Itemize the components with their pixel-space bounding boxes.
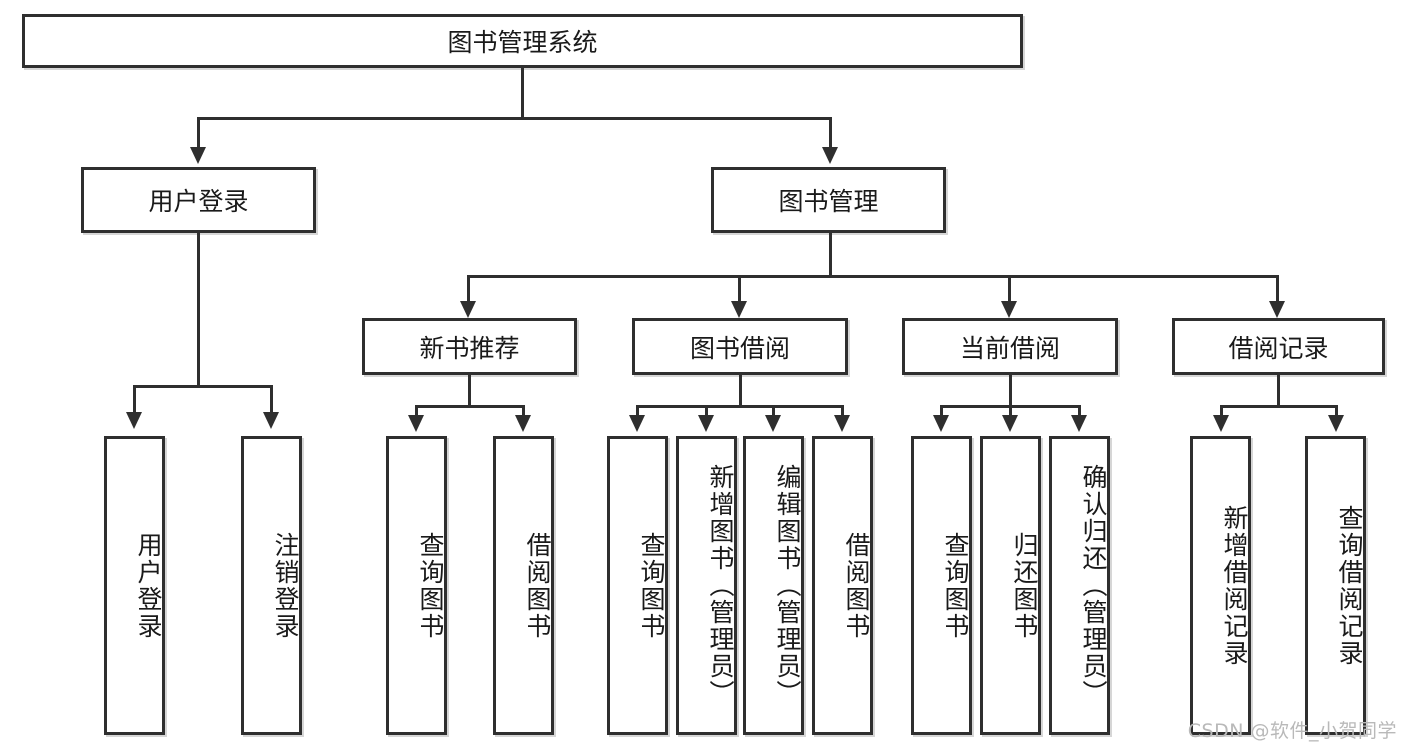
connector-drop-user-login [197,117,200,149]
arrowhead-leaf-borrowrecord-1 [1213,415,1229,432]
connector-drop-leaf-newbook-1 [415,405,418,417]
leaf-label: 确认归还（管理员） [1079,464,1108,707]
connector-root-trunk [521,68,524,117]
connector-drop-leaf-borrowrecord-2 [1335,405,1338,417]
node-label: 图书借阅 [689,333,790,363]
arrowhead-leaf-currentborrow-1 [933,415,949,432]
arrowhead-borrow-record [1269,301,1285,318]
node-label: 当前借阅 [959,333,1060,363]
connector-new-book-trunk [468,375,471,405]
arrowhead-book-manage [822,147,838,164]
leaf-label: 编辑图书（管理员） [773,464,802,707]
connector-drop-leaf-user-login-1 [133,385,136,414]
connector-drop-leaf-bookborrow-1 [636,405,639,417]
arrowhead-user-login [190,147,206,164]
arrowhead-leaf-bookborrow-3 [765,415,781,432]
arrowhead-current-borrow [1001,301,1017,318]
node-label: 图书管理系统 [447,28,598,57]
connector-user-login-bus [133,385,270,388]
connector-drop-leaf-newbook-2 [522,405,525,417]
arrowhead-leaf-currentborrow-3 [1071,415,1087,432]
leaf-currentborrow-confirm-return-admin[interactable]: 确认归还（管理员） [1049,436,1110,735]
node-new-book-recommend[interactable]: 新书推荐 [362,318,577,375]
leaf-borrowrecord-query-record[interactable]: 查询借阅记录 [1305,436,1366,735]
connector-book-borrow-bus [636,405,844,408]
arrowhead-leaf-user-login-2 [263,412,279,429]
node-user-login[interactable]: 用户登录 [81,167,316,233]
connector-drop-leaf-bookborrow-3 [772,405,775,417]
leaf-user-login-login[interactable]: 用户登录 [104,436,165,735]
arrowhead-leaf-newbook-2 [515,415,531,432]
leaf-label: 查询图书 [637,531,666,640]
arrowhead-leaf-borrowrecord-2 [1328,415,1344,432]
csdn-watermark: CSDN @软件_小贺同学 [1187,720,1397,742]
connector-book-manage-trunk [829,233,832,275]
leaf-label: 查询图书 [941,531,970,640]
connector-drop-leaf-bookborrow-4 [841,405,844,417]
connector-new-book-bus [415,405,525,408]
arrowhead-leaf-user-login-1 [126,412,142,429]
leaf-label: 注销登录 [271,531,300,640]
leaf-label: 借阅图书 [523,531,552,640]
node-borrow-record[interactable]: 借阅记录 [1172,318,1385,375]
connector-drop-leaf-user-login-2 [270,385,273,414]
arrowhead-leaf-newbook-1 [408,415,424,432]
connector-level3-bus [467,275,1279,278]
leaf-newbook-query-book[interactable]: 查询图书 [386,436,447,735]
connector-drop-leaf-currentborrow-1 [940,405,943,417]
connector-borrow-record-trunk [1277,375,1280,405]
connector-drop-leaf-currentborrow-2 [1009,405,1012,417]
connector-drop-current-borrow [1008,275,1011,303]
connector-drop-leaf-currentborrow-3 [1078,405,1081,417]
connector-drop-new-book [467,275,470,303]
connector-borrow-record-bus [1220,405,1338,408]
node-label: 借阅记录 [1228,333,1329,363]
leaf-bookborrow-add-book-admin[interactable]: 新增图书（管理员） [676,436,737,735]
leaf-label: 借阅图书 [842,531,871,640]
connector-book-borrow-trunk [739,375,742,405]
arrowhead-book-borrow [731,301,747,318]
leaf-label: 查询图书 [416,531,445,640]
connector-drop-book-borrow [738,275,741,303]
connector-level2-bus [197,117,832,120]
arrowhead-leaf-bookborrow-2 [698,415,714,432]
leaf-bookborrow-borrow-book[interactable]: 借阅图书 [812,436,873,735]
node-current-borrow[interactable]: 当前借阅 [902,318,1118,375]
connector-user-login-trunk [197,233,200,385]
connector-drop-book-manage [829,117,832,149]
leaf-currentborrow-return-book[interactable]: 归还图书 [980,436,1041,735]
leaf-newbook-borrow-book[interactable]: 借阅图书 [493,436,554,735]
node-book-management[interactable]: 图书管理 [711,167,946,233]
node-root-system[interactable]: 图书管理系统 [22,14,1023,68]
leaf-label: 查询借阅记录 [1335,504,1364,667]
arrowhead-leaf-currentborrow-2 [1002,415,1018,432]
node-label: 图书管理 [778,187,879,216]
arrowhead-new-book [460,301,476,318]
connector-current-borrow-trunk [1009,375,1012,405]
leaf-bookborrow-query-book[interactable]: 查询图书 [607,436,668,735]
leaf-borrowrecord-add-record[interactable]: 新增借阅记录 [1190,436,1251,735]
leaf-label: 归还图书 [1010,531,1039,640]
leaf-label: 用户登录 [134,531,163,640]
leaf-currentborrow-query-book[interactable]: 查询图书 [911,436,972,735]
connector-drop-borrow-record [1276,275,1279,303]
arrowhead-leaf-bookborrow-4 [834,415,850,432]
leaf-user-login-logout[interactable]: 注销登录 [241,436,302,735]
leaf-label: 新增借阅记录 [1220,504,1249,667]
node-book-borrow[interactable]: 图书借阅 [632,318,848,375]
arrowhead-leaf-bookborrow-1 [629,415,645,432]
leaf-label: 新增图书（管理员） [706,464,735,707]
node-label: 用户登录 [148,187,249,216]
node-label: 新书推荐 [419,333,520,363]
connector-drop-leaf-borrowrecord-1 [1220,405,1223,417]
leaf-bookborrow-edit-book-admin[interactable]: 编辑图书（管理员） [743,436,804,735]
connector-drop-leaf-bookborrow-2 [705,405,708,417]
